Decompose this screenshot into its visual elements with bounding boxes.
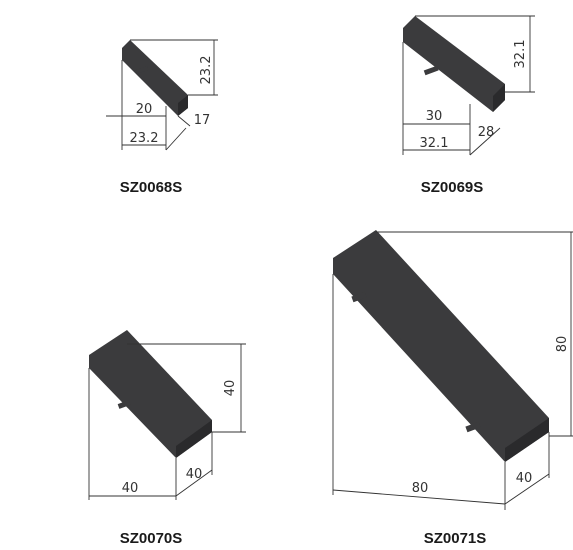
part-drawing	[403, 16, 505, 112]
part-drawing	[89, 330, 212, 458]
dimension-lines	[88, 343, 246, 500]
dim-inner-width: 30	[426, 109, 443, 124]
part-drawing	[333, 230, 549, 462]
product-sz0070s: 40 40 40 SZ0070S	[88, 330, 246, 547]
dim-depth: 17	[194, 113, 211, 128]
dim-depth: 40	[186, 467, 203, 482]
dim-width: 23.2	[130, 131, 159, 146]
dim-height: 32.1	[513, 40, 528, 69]
dim-width: 40	[122, 481, 139, 496]
dim-depth: 40	[516, 471, 533, 486]
dimension-lines	[332, 231, 573, 510]
product-code: SZ0069S	[421, 179, 484, 196]
dim-height: 40	[223, 380, 238, 397]
product-sz0071s: 80 80 40 SZ0071S	[332, 230, 573, 547]
dimension-lines	[402, 15, 535, 156]
dim-height: 80	[555, 336, 570, 353]
product-code: SZ0070S	[120, 530, 183, 547]
product-sz0068s: 23.2 20 23.2 17 SZ0068S	[106, 39, 218, 196]
dim-depth: 28	[478, 125, 495, 140]
product-code: SZ0071S	[424, 530, 487, 547]
dim-width: 32.1	[420, 136, 449, 151]
product-sz0069s: 32.1 30 32.1 28 SZ0069S	[402, 15, 535, 196]
product-code: SZ0068S	[120, 179, 183, 196]
part-drawing	[122, 40, 188, 116]
dimension-lines	[106, 39, 218, 151]
dim-width: 80	[412, 481, 429, 496]
dim-height: 23.2	[199, 56, 214, 85]
dim-inner-width: 20	[136, 102, 153, 117]
